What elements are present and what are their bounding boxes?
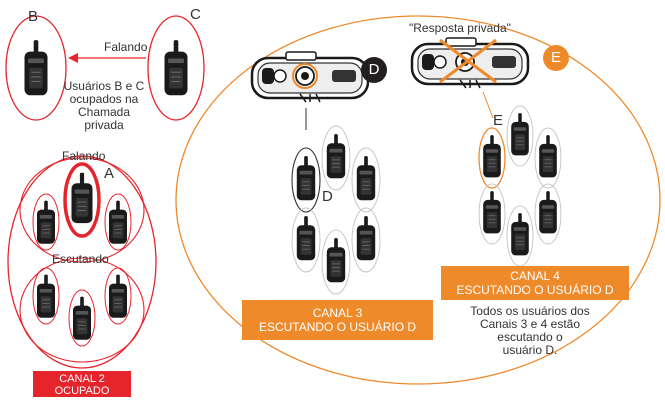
user-d-circle: [291, 147, 321, 213]
listening-label: Escutando: [52, 252, 109, 266]
user-circle: [104, 193, 132, 251]
user-d-label: D: [322, 188, 333, 205]
channel-2-banner: CANAL 2 OCUPADO: [33, 371, 131, 397]
radio-icon: [356, 215, 376, 261]
user-b-circle: [5, 15, 67, 121]
user-circle: [478, 183, 506, 245]
busy-note-line: ocupados na: [69, 92, 139, 106]
user-d-badge: D: [361, 57, 387, 83]
user-a-label: A: [104, 165, 115, 182]
user-circle: [321, 229, 351, 295]
talking-label: Falando: [62, 149, 106, 163]
all-listening-note-line: escutando o: [497, 330, 563, 344]
user-circle: [534, 127, 562, 189]
channel-2-banner-line: OCUPADO: [54, 385, 110, 397]
radio-icon: [108, 200, 128, 245]
channel-4-banner: CANAL 4 ESCUTANDO O USUÁRIO D: [441, 266, 629, 300]
radio-icon: [326, 133, 346, 179]
radio-top-view-icon: [250, 50, 370, 104]
radio-icon: [23, 39, 49, 96]
arrow-label-talking: Falando: [104, 40, 148, 54]
radio-icon: [72, 296, 92, 341]
user-circle: [351, 207, 381, 273]
user-circle: [104, 267, 132, 325]
user-b-label: B: [28, 8, 39, 25]
radio-icon: [510, 112, 530, 156]
channel-2-lower-circle: [19, 257, 145, 363]
radio-icon: [296, 155, 316, 201]
user-circle: [351, 147, 381, 213]
private-reply-label: "Resposta privada": [409, 21, 511, 35]
user-circle: [32, 193, 60, 251]
channels-3-4-ellipse: [175, 15, 661, 385]
all-listening-note-line: Canais 3 e 4 estão: [479, 317, 581, 331]
busy-note-line: Usuários B e C: [63, 79, 145, 93]
user-a-circle: [63, 162, 101, 238]
user-e-badge: E: [543, 45, 569, 71]
all-listening-note-line: Todos os usuários dos: [470, 304, 590, 318]
radio-icon: [538, 190, 558, 234]
user-c-circle: [147, 15, 205, 121]
busy-note: Usuários B e C ocupados na Chamada priva…: [52, 80, 156, 132]
channel-2-upper-circle: [19, 157, 145, 263]
radio-icon: [108, 274, 128, 319]
channel-4-banner-line: ESCUTANDO O USUÁRIO D: [456, 283, 614, 297]
user-circle: [534, 183, 562, 245]
user-circle: [32, 267, 60, 325]
radio-icon: [326, 237, 346, 283]
all-listening-note-line: usuário D.: [502, 343, 558, 357]
busy-note-line: privada: [84, 118, 124, 132]
user-circle: [291, 207, 321, 273]
user-e-circle: [478, 127, 506, 189]
channel-4-banner-line: CANAL 4: [510, 269, 560, 283]
all-listening-note: Todos os usuários dos Canais 3 e 4 estão…: [446, 305, 614, 357]
channel-3-banner-line: ESCUTANDO O USUÁRIO D: [258, 320, 417, 334]
busy-note-line: Chamada: [77, 105, 131, 119]
user-circle: [321, 125, 351, 191]
radio-icon: [482, 190, 502, 234]
radio-icon: [36, 200, 56, 245]
radio-icon: [296, 215, 316, 261]
channel-3-banner-line: CANAL 3: [312, 306, 363, 320]
radio-icon: [482, 134, 502, 178]
user-c-label: C: [190, 6, 201, 23]
radio-icon: [163, 39, 189, 96]
cross-icon: [439, 38, 497, 84]
channel-3-banner: CANAL 3 ESCUTANDO O USUÁRIO D: [242, 300, 433, 340]
radio-icon: [70, 172, 94, 224]
channel-2-circle: [7, 155, 157, 369]
user-e-label: E: [493, 112, 504, 129]
user-circle: [506, 105, 534, 167]
radio-icon: [538, 134, 558, 178]
radio-icon: [510, 212, 530, 256]
channel-2-banner-line: CANAL 2: [59, 373, 105, 385]
ptt-highlight: [292, 63, 318, 89]
radio-icon: [36, 274, 56, 319]
user-circle: [68, 289, 96, 347]
connector-line: [482, 91, 494, 119]
arrow-left-icon: [68, 53, 146, 63]
radio-icon: [356, 155, 376, 201]
